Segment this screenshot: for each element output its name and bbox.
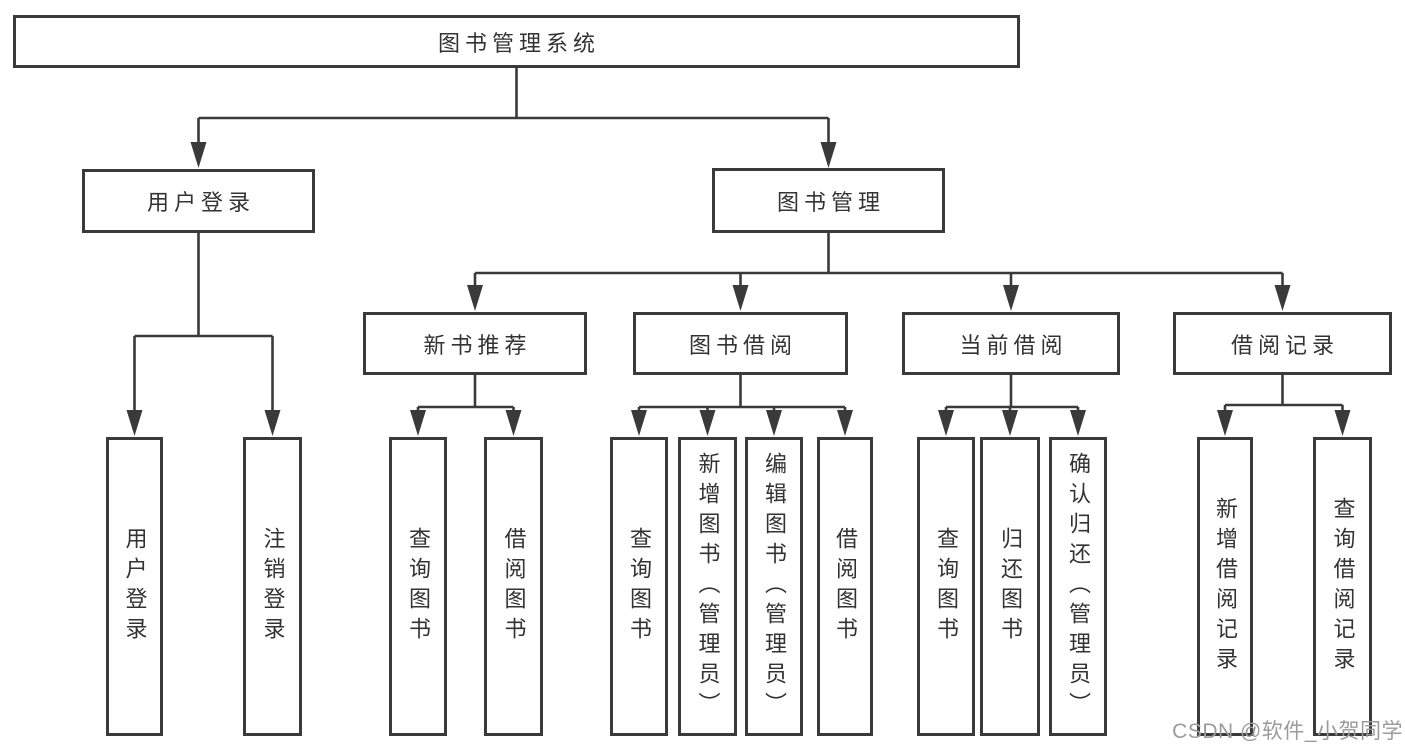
leaf-newbook-borrow-book-label: 借阅图书 (501, 526, 527, 647)
node-borrow-records: 借阅记录 (1173, 312, 1392, 375)
leaf-records-add-record: 新增借阅记录 (1197, 437, 1253, 736)
leaf-current-query-book: 查询图书 (917, 437, 975, 736)
connector-root-to-level2 (190, 68, 837, 168)
node-root-system-label: 图书管理系统 (437, 30, 600, 56)
connector-borrow-records-group (1217, 375, 1351, 436)
leaf-borrow-query-book: 查询图书 (610, 437, 668, 736)
leaf-borrow-borrow-book-label: 借阅图书 (833, 526, 858, 647)
node-book-borrow: 图书借阅 (633, 312, 848, 375)
leaf-current-return-book: 归还图书 (980, 437, 1040, 736)
connector-book-borrow-group (631, 375, 853, 436)
node-book-management: 图书管理 (712, 168, 945, 233)
leaf-borrow-edit-book-admin: 编辑图书（管理员） (745, 437, 803, 736)
leaf-borrow-edit-book-admin-label: 编辑图书（管理员） (762, 451, 787, 722)
connector-current-borrow-group (938, 375, 1086, 436)
leaf-current-confirm-return-admin: 确认归还（管理员） (1049, 437, 1107, 736)
leaf-user-login-label: 用户登录 (122, 526, 148, 647)
leaf-records-add-record-label: 新增借阅记录 (1213, 496, 1238, 677)
leaf-current-return-book-label: 归还图书 (998, 526, 1023, 647)
connector-new-book-group (410, 375, 522, 436)
node-new-book-recommend: 新书推荐 (363, 312, 587, 375)
leaf-borrow-add-book-admin-label: 新增图书（管理员） (695, 451, 721, 722)
node-root-system: 图书管理系统 (13, 15, 1020, 68)
node-borrow-records-label: 借阅记录 (1230, 332, 1339, 358)
leaf-borrow-query-book-label: 查询图书 (627, 526, 652, 647)
connector-book-management-to-level3 (467, 233, 1291, 311)
leaf-records-query-record-label: 查询借阅记录 (1330, 496, 1356, 677)
node-new-book-recommend-label: 新书推荐 (423, 332, 532, 358)
leaf-logout-label: 注销登录 (260, 526, 286, 647)
node-user-login-label: 用户登录 (146, 190, 255, 215)
connector-user-login-group (126, 233, 281, 436)
csdn-watermark: CSDN @软件_小贺同学 (1172, 720, 1403, 743)
leaf-newbook-query-book-label: 查询图书 (406, 526, 431, 647)
node-current-borrow-label: 当前借阅 (959, 332, 1068, 358)
node-book-borrow-label: 图书借阅 (688, 332, 797, 358)
leaf-current-confirm-return-admin-label: 确认归还（管理员） (1066, 451, 1091, 722)
leaf-newbook-borrow-book: 借阅图书 (484, 437, 543, 736)
leaf-current-query-book-label: 查询图书 (934, 526, 959, 647)
node-user-login: 用户登录 (82, 169, 315, 233)
leaf-records-query-record: 查询借阅记录 (1313, 437, 1372, 736)
leaf-borrow-borrow-book: 借阅图书 (817, 437, 873, 736)
leaf-logout: 注销登录 (243, 437, 302, 736)
node-current-borrow: 当前借阅 (902, 312, 1120, 375)
leaf-borrow-add-book-admin: 新增图书（管理员） (678, 437, 737, 736)
node-book-management-label: 图书管理 (776, 189, 885, 215)
leaf-user-login: 用户登录 (106, 437, 163, 736)
leaf-newbook-query-book: 查询图书 (389, 437, 447, 736)
